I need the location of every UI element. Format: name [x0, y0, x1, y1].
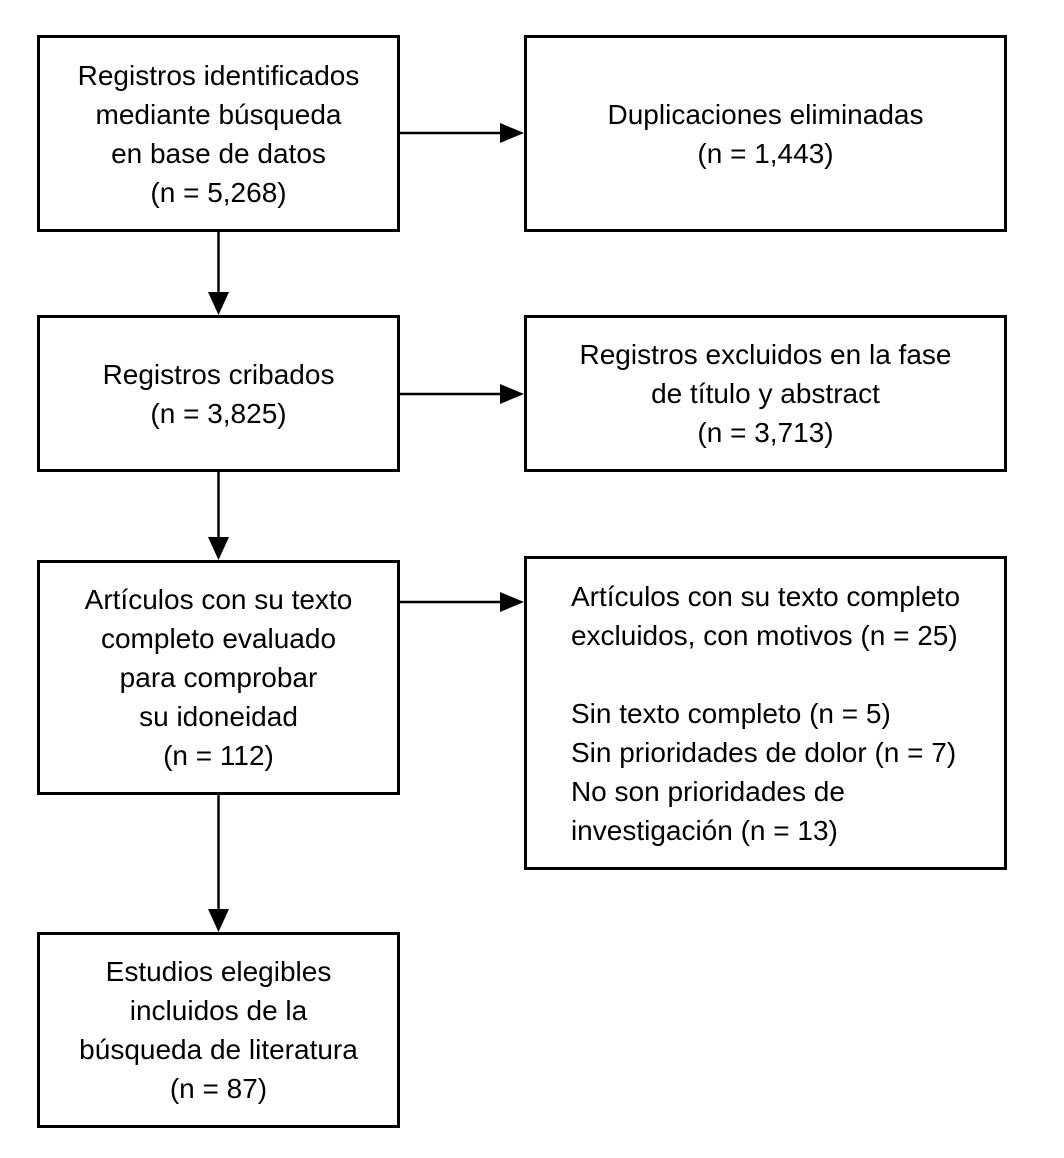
box-fulltext-assessed: Artículos con su texto completo evaluado… [37, 560, 400, 795]
arrow-screened-to-fulltext [208, 472, 229, 560]
box-studies-included-text: Estudios elegibles incluidos de la búsqu… [79, 956, 358, 1104]
box-excluded-title-abstract: Registros excluidos en la fase de título… [524, 315, 1007, 472]
box-records-screened: Registros cribados (n = 3,825) [37, 315, 400, 472]
box-duplicates-removed-text: Duplicaciones eliminadas (n = 1,443) [607, 98, 924, 169]
box-records-screened-text: Registros cribados (n = 3,825) [102, 358, 335, 429]
box-studies-included: Estudios elegibles incluidos de la búsqu… [37, 932, 400, 1128]
arrow-fulltext-to-included [208, 795, 229, 932]
box-fulltext-excluded-reasons-text: Artículos con su texto completo excluido… [570, 580, 961, 846]
box-records-identified-text: Registros identificados mediante búsqued… [77, 59, 360, 208]
box-fulltext-assessed-text: Artículos con su texto completo evaluado… [84, 584, 353, 771]
arrow-identified-to-screened [208, 232, 229, 315]
box-duplicates-removed: Duplicaciones eliminadas (n = 1,443) [524, 35, 1007, 232]
box-fulltext-excluded-reasons: Artículos con su texto completo excluido… [524, 556, 1007, 870]
arrow-fulltext-to-excluded [400, 592, 524, 612]
arrow-screened-to-excluded [400, 384, 524, 404]
arrow-identified-to-duplicates [400, 123, 524, 143]
box-excluded-title-abstract-text: Registros excluidos en la fase de título… [579, 339, 952, 448]
box-records-identified: Registros identificados mediante búsqued… [37, 35, 400, 232]
